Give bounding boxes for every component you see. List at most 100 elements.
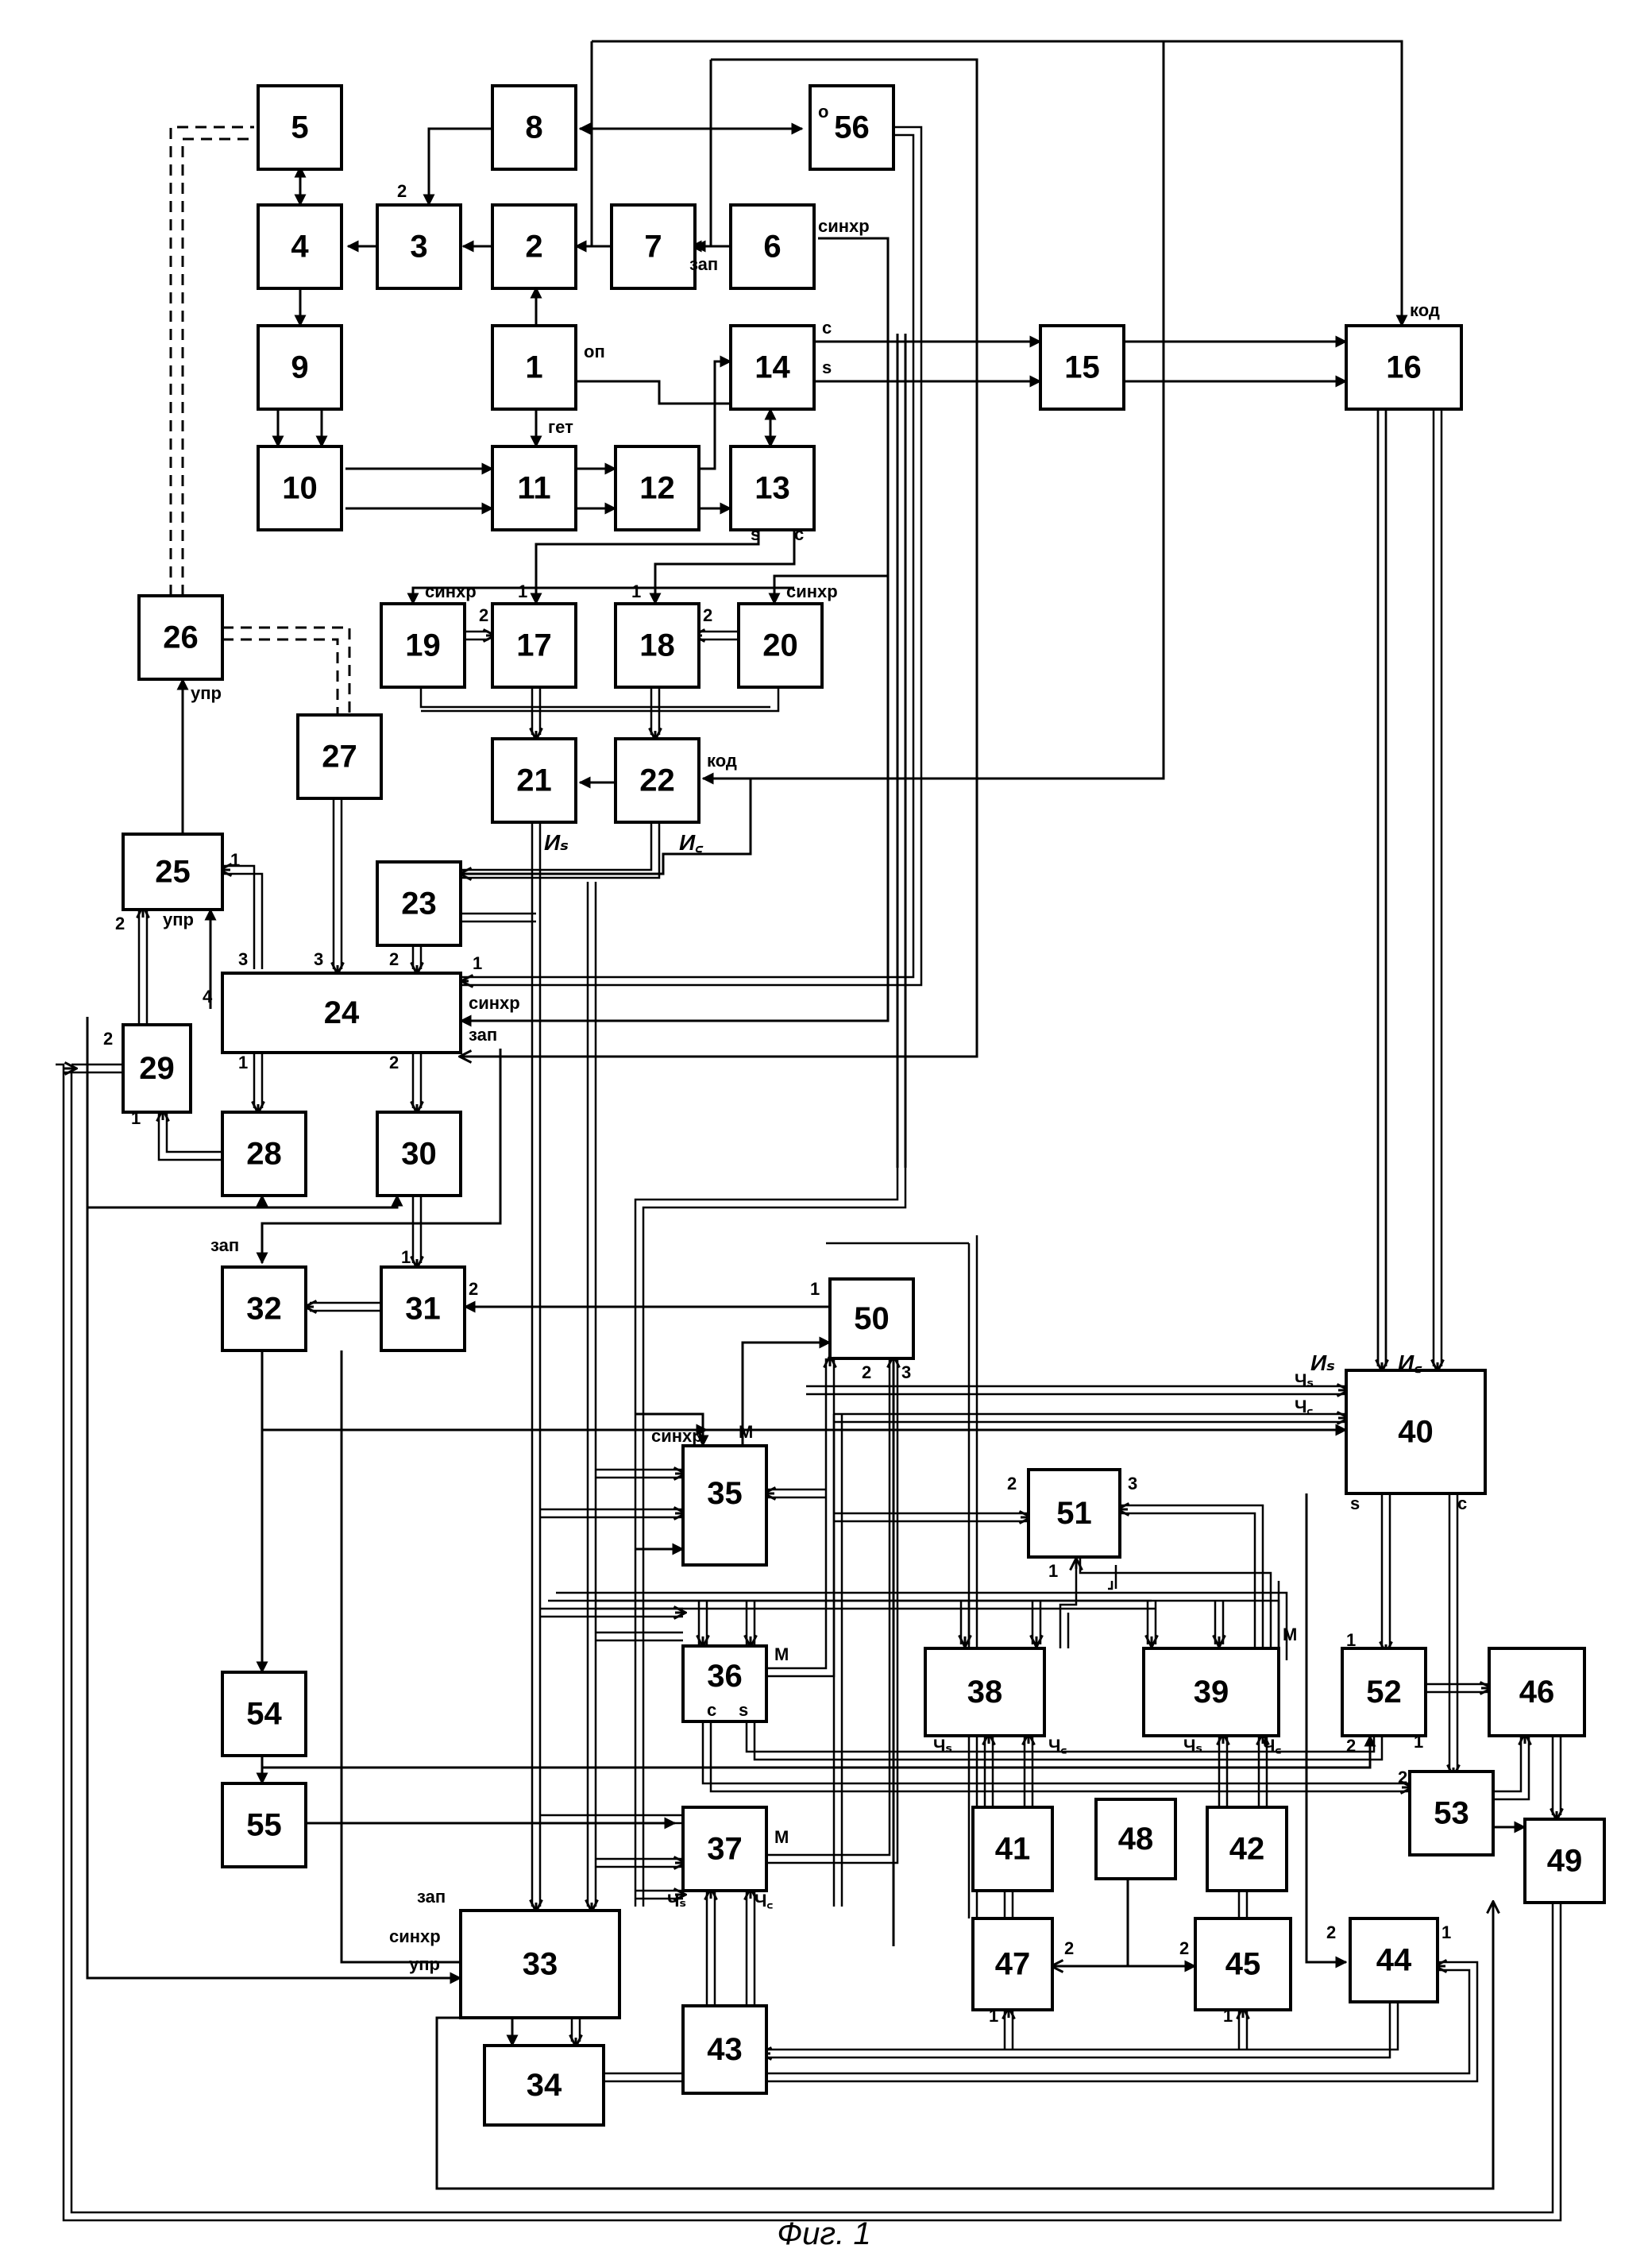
block-39: 39 [1144,1648,1279,1736]
block-54: 54 [222,1672,306,1756]
block-32: 32 [222,1267,306,1350]
svg-text:15: 15 [1064,350,1100,385]
svg-text:21: 21 [516,763,552,798]
block-43: 43 [683,2006,766,2093]
label-chs-39: Чₛ [1183,1736,1202,1756]
label-is: Иₛ [544,830,569,855]
svg-text:27: 27 [322,740,357,775]
svg-text:37: 37 [707,1832,743,1867]
label-chc-39: Ч꜀ [1263,1736,1281,1756]
block-13: 13 [731,446,814,530]
label-4-24: 4 [203,987,213,1006]
label-2-52: 2 [1346,1736,1356,1756]
label-sync-33: синхр [389,1926,441,1946]
label-s-13: s [751,524,760,544]
label-3-50: 3 [901,1362,911,1382]
svg-text:13: 13 [755,471,790,506]
label-code-22: код [707,751,737,771]
svg-text:49: 49 [1547,1844,1583,1879]
svg-text:7: 7 [644,230,662,265]
svg-text:16: 16 [1386,350,1422,385]
svg-text:20: 20 [762,628,798,663]
svg-text:39: 39 [1194,1675,1229,1710]
label-op: оп [584,342,605,361]
block-9: 9 [258,326,342,409]
block-42: 42 [1207,1807,1287,1891]
svg-text:11: 11 [517,471,550,506]
label-2-47: 2 [1064,1938,1074,1958]
label-1b-24: 1 [238,1053,248,1072]
svg-text:3: 3 [410,230,427,265]
svg-text:6: 6 [763,230,781,265]
svg-text:47: 47 [995,1947,1031,1982]
block-2: 2 [492,205,576,288]
label-m-39: М [1283,1625,1297,1644]
label-code-16: код [1410,300,1440,320]
label-2-44: 2 [1326,1922,1336,1942]
block-33: 33 [461,1911,619,2018]
figure-caption: Фиг. 1 [0,2216,1648,2252]
svg-text:10: 10 [282,471,318,506]
block-12: 12 [616,446,699,530]
label-sync-35: синхр [651,1426,703,1446]
block-18: 18 [616,604,699,687]
svg-text:23: 23 [401,887,437,921]
block-23: 23 [377,862,461,945]
label-het: гет [548,417,573,437]
block-6: 6 [731,205,814,288]
svg-text:48: 48 [1118,1822,1154,1857]
svg-text:12: 12 [639,471,675,506]
block-52: 52 [1342,1648,1426,1736]
label-chs-40: Чₛ [1295,1370,1314,1390]
block-46: 46 [1489,1648,1584,1736]
svg-text:19: 19 [405,628,441,663]
svg-text:52: 52 [1366,1675,1402,1710]
label-3-51: 3 [1128,1474,1137,1493]
label-2-50: 2 [862,1362,871,1382]
label-sync-19: синхр [425,581,477,601]
svg-text:28: 28 [246,1137,282,1172]
svg-text:46: 46 [1519,1675,1555,1710]
block-40: 40 [1346,1370,1485,1493]
label-ic-40: И꜀ [1398,1350,1422,1375]
svg-text:29: 29 [139,1051,175,1086]
block-25: 25 [123,834,222,910]
block-15: 15 [1040,326,1124,409]
label-o: о [818,102,828,122]
block-10: 10 [258,446,342,530]
label-1-44: 1 [1442,1922,1451,1942]
block-50: 50 [830,1279,913,1358]
svg-text:25: 25 [155,855,191,890]
block-41: 41 [973,1807,1052,1891]
block-44: 44 [1350,1918,1438,2002]
svg-text:8: 8 [525,110,542,145]
svg-text:9: 9 [291,350,308,385]
label-2-25: 2 [115,914,125,933]
label-upr-33: упр [409,1954,440,1974]
block-49: 49 [1525,1819,1604,1903]
block-4: 4 [258,205,342,288]
block-38: 38 [925,1648,1044,1736]
svg-text:14: 14 [755,350,790,385]
svg-text:30: 30 [401,1137,437,1172]
block-3: 3 [377,205,461,288]
svg-text:34: 34 [527,2068,562,2103]
block-14: 14 [731,326,814,409]
block-51: 51 [1029,1470,1120,1557]
label-2b-24: 2 [389,1053,399,1072]
label-m-36: М [774,1644,789,1664]
label-1-17: 1 [518,581,527,601]
label-1-45: 1 [1223,2006,1233,2026]
block-47: 47 [973,1918,1052,2010]
block-37: 37 [683,1807,766,1891]
svg-text:41: 41 [995,1832,1031,1867]
block-26: 26 [139,596,222,679]
label-1-47: 1 [989,2006,998,2026]
block-7: 7 [612,205,695,288]
svg-text:17: 17 [516,628,552,663]
label-chc-37: Ч꜀ [755,1891,773,1911]
label-sync-6: синхр [818,216,870,236]
label-sync-20: синхр [786,581,838,601]
svg-text:5: 5 [291,110,308,145]
svg-text:36: 36 [707,1659,743,1694]
